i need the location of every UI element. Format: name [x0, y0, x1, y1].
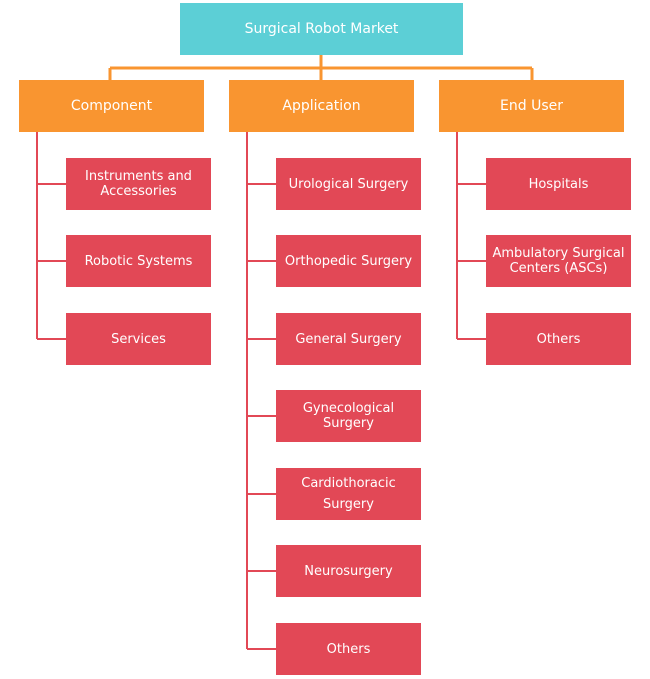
leaf-general-surgery: General Surgery [276, 313, 421, 365]
category-application: Application [229, 80, 414, 132]
leaf-neurosurgery: Neurosurgery [276, 545, 421, 597]
leaf-urological-surgery: Urological Surgery [276, 158, 421, 210]
leaf-ambulatory-surgical-centers: Ambulatory Surgical Centers (ASCs) [486, 235, 631, 287]
leaf-instruments-and-accessories: Instruments and Accessories [66, 158, 211, 210]
category-component: Component [19, 80, 204, 132]
leaf-application-others: Others [276, 623, 421, 675]
leaf-hospitals: Hospitals [486, 158, 631, 210]
root-node: Surgical Robot Market [180, 3, 463, 55]
leaf-end-user-others: Others [486, 313, 631, 365]
leaf-gynecological-surgery: Gynecological Surgery [276, 390, 421, 442]
category-end-user: End User [439, 80, 624, 132]
leaf-services: Services [66, 313, 211, 365]
leaf-robotic-systems: Robotic Systems [66, 235, 211, 287]
leaf-cardiothoracic-surgery: Cardiothoracic Surgery [276, 468, 421, 520]
leaf-orthopedic-surgery: Orthopedic Surgery [276, 235, 421, 287]
